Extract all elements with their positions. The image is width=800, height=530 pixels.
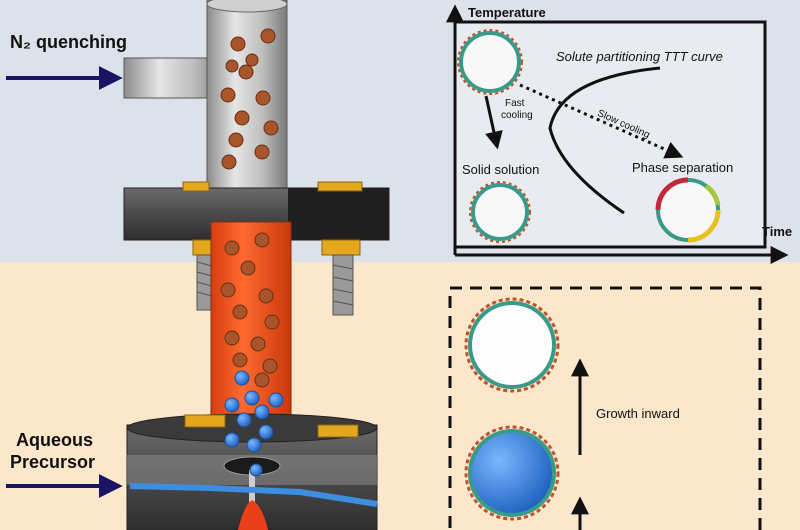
nut	[182, 181, 210, 192]
aqueous-label: Aqueous	[16, 430, 94, 450]
sphere-core-filled	[464, 425, 560, 521]
quench-tube	[206, 0, 288, 216]
heater-glow	[238, 500, 268, 530]
phase-separation-label: Phase separation	[632, 160, 734, 175]
ttt-curve	[548, 66, 661, 215]
sphere-solid-solution	[469, 181, 531, 243]
droplets-heated-tube	[224, 370, 284, 477]
slow-cooling-arrow	[519, 83, 684, 159]
particles-heated-tube	[220, 232, 280, 388]
cooling-label: cooling	[501, 110, 533, 121]
temperature-axis-label: Temperature	[468, 5, 546, 20]
precursor-flow	[129, 483, 378, 507]
fast-cooling-arrow	[484, 95, 503, 150]
nut	[184, 414, 226, 428]
clamp-plate-dark	[288, 188, 389, 240]
nut	[317, 181, 363, 192]
nut	[192, 239, 214, 256]
solid-solution-label: Solid solution	[462, 162, 540, 177]
particles-grey-tube	[220, 28, 279, 170]
n2-quenching-label: N₂ quenching	[10, 32, 127, 52]
ttt-curve-label: Solute partitioning TTT curve	[556, 49, 723, 64]
bolt	[332, 254, 354, 316]
fast-label: Fast	[505, 98, 525, 109]
growth-inward-label: Growth inward	[596, 406, 680, 421]
nut	[317, 424, 359, 438]
time-axis-label: Time	[762, 224, 793, 239]
nut	[321, 239, 361, 256]
precursor-label: Precursor	[10, 452, 96, 472]
quench-tube-top	[206, 0, 288, 13]
sphere-hollow-grown	[464, 297, 560, 393]
sphere-initial	[457, 29, 523, 95]
sphere-phase-separated	[655, 177, 721, 243]
